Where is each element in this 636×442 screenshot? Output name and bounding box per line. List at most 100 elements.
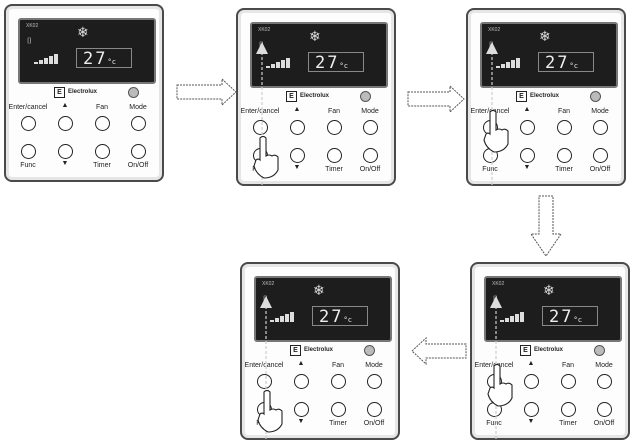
mode-label: Mode <box>361 108 379 115</box>
timer-button[interactable] <box>561 402 576 417</box>
timer-label: Timer <box>93 162 111 169</box>
mode-label: Mode <box>365 362 383 369</box>
timer-button[interactable] <box>95 144 110 159</box>
fan-speed-icon <box>500 312 528 322</box>
enter-cancel-button[interactable] <box>257 374 272 389</box>
right-arrow-icon <box>176 77 237 107</box>
down-button[interactable] <box>290 148 305 163</box>
snowflake-icon: ❄ <box>77 24 89 40</box>
func-button[interactable] <box>21 144 36 159</box>
brand-name: Electrolux <box>534 347 564 353</box>
fan-button[interactable] <box>557 120 572 135</box>
temperature-unit: °c <box>107 58 116 66</box>
brand-name: Electrolux <box>300 93 330 99</box>
mode-button[interactable] <box>363 120 378 135</box>
fan-button[interactable] <box>95 116 110 131</box>
fan-label: Fan <box>561 362 575 369</box>
fan-button[interactable] <box>561 374 576 389</box>
brand-badge: E Electrolux <box>520 344 563 356</box>
brand-logo-icon: E <box>286 90 297 102</box>
mode-button[interactable] <box>131 116 146 131</box>
timer-button[interactable] <box>327 148 342 163</box>
remote-controller-panel-step-5: XK02 ⌷ ❄ 27°c E Electrolux Enter/cancel … <box>470 262 630 440</box>
mode-button[interactable] <box>367 374 382 389</box>
mode-button[interactable] <box>597 374 612 389</box>
model-label: XK02 <box>492 281 505 287</box>
down-button[interactable] <box>520 148 535 163</box>
mode-label: Mode <box>595 362 613 369</box>
brand-name: Electrolux <box>68 89 98 95</box>
fan-button[interactable] <box>331 374 346 389</box>
on-off-button[interactable] <box>363 148 378 163</box>
brand-badge: E Electrolux <box>516 90 559 102</box>
brand-badge: E Electrolux <box>290 344 333 356</box>
enter-cancel-button[interactable] <box>21 116 36 131</box>
on-off-button[interactable] <box>131 144 146 159</box>
mode-label: Mode <box>129 104 147 111</box>
on-off-button[interactable] <box>597 402 612 417</box>
temperature-unit: °c <box>339 62 348 70</box>
right-arrow-icon <box>407 84 465 114</box>
down-button[interactable] <box>524 402 539 417</box>
brand-logo-icon: E <box>516 90 527 102</box>
fan-label: Fan <box>557 108 571 115</box>
lcd-screen: XK02 ⌷ ❄ 27°c <box>18 18 156 84</box>
left-arrow-icon <box>411 336 467 366</box>
up-button[interactable] <box>520 120 535 135</box>
on-off-label: On/Off <box>359 166 381 173</box>
down-button[interactable] <box>58 144 73 159</box>
on-off-label: On/Off <box>363 420 385 427</box>
up-arrow-icon: ▲ <box>293 106 301 113</box>
enter-cancel-label: Enter/cancel <box>244 362 284 369</box>
temperature-value: 27 <box>83 49 108 69</box>
down-arrow-icon: ▼ <box>527 418 535 425</box>
on-off-button[interactable] <box>593 148 608 163</box>
temperature-display: 27°c <box>538 52 594 73</box>
indicator-led <box>364 345 375 356</box>
remote-controller-panel-step-4: XK02 ⌷ ❄ 27°c E Electrolux Enter/cancel … <box>240 262 400 440</box>
timer-label: Timer <box>329 420 347 427</box>
remote-controller-panel-step-2: XK02 ⌷ ❄ 27°c E Electrolux Enter/cancel … <box>236 8 396 186</box>
up-button[interactable] <box>524 374 539 389</box>
indicator-led <box>128 87 139 98</box>
up-arrow-icon: ▲ <box>523 106 531 113</box>
brand-name: Electrolux <box>530 93 560 99</box>
timer-button[interactable] <box>557 148 572 163</box>
temperature-unit: °c <box>343 316 352 324</box>
temperature-display: 27°c <box>76 48 132 69</box>
mode-button[interactable] <box>593 120 608 135</box>
indicator-led <box>594 345 605 356</box>
down-arrow-icon: ▼ <box>293 164 301 171</box>
temperature-value: 27 <box>549 307 574 327</box>
indicator-led <box>360 91 371 102</box>
remote-controller-panel-step-1: XK02 ⌷ ❄ 27°c E Electrolux Enter/cancel … <box>4 4 164 182</box>
snowflake-icon: ❄ <box>539 28 551 44</box>
enter-cancel-label: Enter/cancel <box>240 108 280 115</box>
brand-logo-icon: E <box>520 344 531 356</box>
up-button[interactable] <box>290 120 305 135</box>
temperature-display: 27°c <box>542 306 598 327</box>
temperature-unit: °c <box>573 316 582 324</box>
down-arrow-icon: ▼ <box>61 160 69 167</box>
fan-speed-icon <box>34 54 62 64</box>
brand-badge: E Electrolux <box>54 86 97 98</box>
on-off-label: On/Off <box>589 166 611 173</box>
timer-button[interactable] <box>331 402 346 417</box>
temperature-display: 27°c <box>312 306 368 327</box>
up-button[interactable] <box>58 116 73 131</box>
up-button[interactable] <box>294 374 309 389</box>
on-off-label: On/Off <box>127 162 149 169</box>
on-off-button[interactable] <box>367 402 382 417</box>
temperature-unit: °c <box>569 62 578 70</box>
timer-label: Timer <box>559 420 577 427</box>
fan-button[interactable] <box>327 120 342 135</box>
enter-cancel-button[interactable] <box>253 120 268 135</box>
down-button[interactable] <box>294 402 309 417</box>
brand-logo-icon: E <box>54 86 65 98</box>
down-arrow-icon: ▼ <box>297 418 305 425</box>
func-label: Func <box>482 166 498 173</box>
lcd-screen: XK02 ⌷ ❄ 27°c <box>250 22 388 88</box>
fan-label: Fan <box>331 362 345 369</box>
model-label: XK02 <box>262 281 275 287</box>
